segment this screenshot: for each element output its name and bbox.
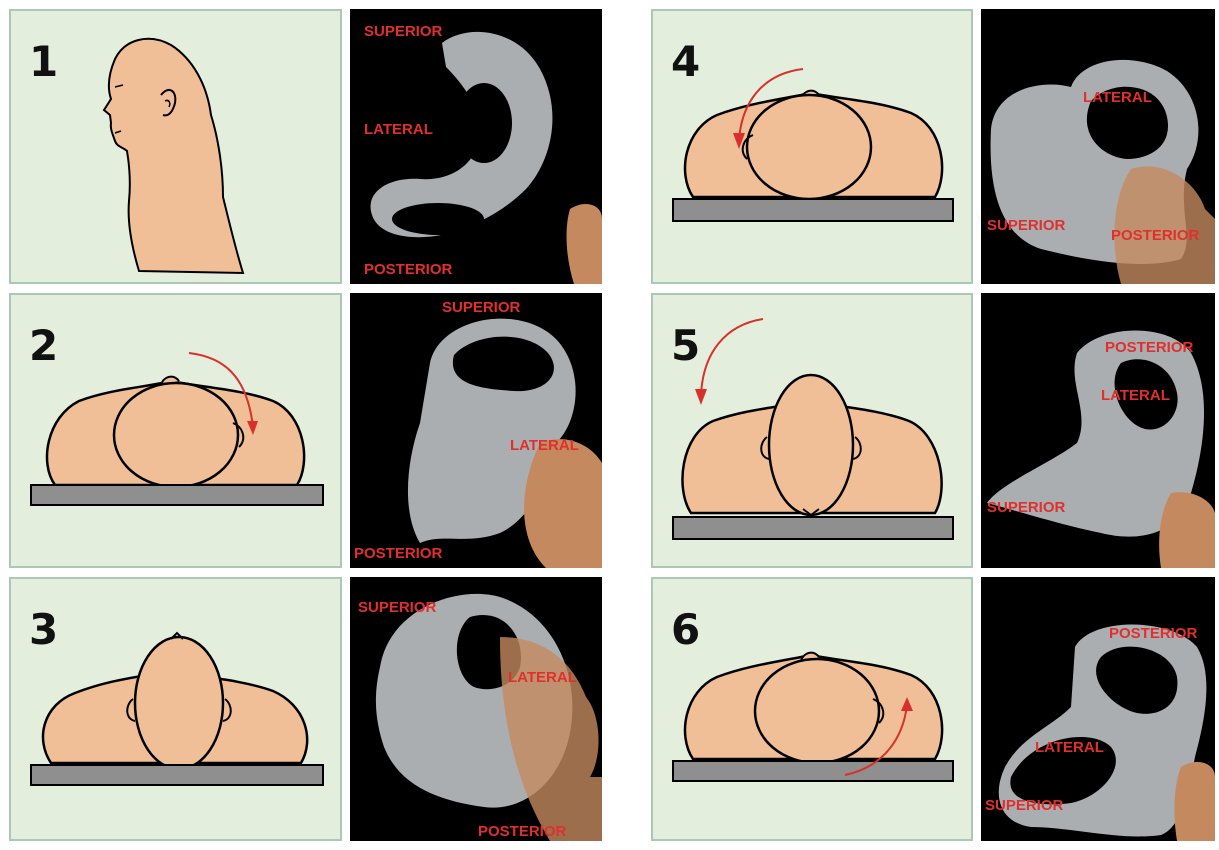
step-2-panel: 2 [9, 293, 342, 568]
step-2-photo: SUPERIOR LATERAL POSTERIOR [350, 293, 602, 568]
label-superior: SUPERIOR [987, 217, 1065, 234]
labyrinth-model-image [350, 577, 602, 841]
label-superior: SUPERIOR [358, 599, 436, 616]
label-lateral: LATERAL [1035, 739, 1104, 756]
head-turned-icon [653, 579, 971, 839]
label-lateral: LATERAL [510, 437, 579, 454]
label-posterior: POSTERIOR [478, 823, 566, 840]
label-lateral: LATERAL [1101, 387, 1170, 404]
label-posterior: POSTERIOR [364, 261, 452, 278]
head-profile-icon [11, 11, 340, 282]
labyrinth-model-image [350, 9, 602, 284]
label-superior: SUPERIOR [364, 23, 442, 40]
step-1-panel: 1 [9, 9, 342, 284]
labyrinth-model-image [350, 293, 602, 568]
step-6-panel: 6 [651, 577, 973, 841]
label-posterior: POSTERIOR [354, 545, 442, 562]
label-lateral: LATERAL [364, 121, 433, 138]
step-1-photo: SUPERIOR LATERAL POSTERIOR [350, 9, 602, 284]
step-5-photo: POSTERIOR LATERAL SUPERIOR [981, 293, 1215, 568]
label-posterior: POSTERIOR [1111, 227, 1199, 244]
head-face-down-icon [11, 579, 340, 839]
label-lateral: LATERAL [508, 669, 577, 686]
head-turned-icon [11, 295, 340, 566]
label-superior: SUPERIOR [442, 299, 520, 316]
label-posterior: POSTERIOR [1109, 625, 1197, 642]
step-4-panel: 4 [651, 9, 973, 284]
label-superior: SUPERIOR [985, 797, 1063, 814]
step-5-panel: 5 [651, 293, 973, 568]
labyrinth-model-image [981, 293, 1215, 568]
label-superior: SUPERIOR [987, 499, 1065, 516]
label-posterior: POSTERIOR [1105, 339, 1193, 356]
head-face-down-icon [653, 295, 971, 566]
rotation-arrow-icon [701, 319, 763, 395]
step-3-photo: SUPERIOR LATERAL POSTERIOR [350, 577, 602, 841]
head-turned-icon [653, 11, 971, 282]
step-6-photo: POSTERIOR LATERAL SUPERIOR [981, 577, 1215, 841]
label-lateral: LATERAL [1083, 89, 1152, 106]
step-3-panel: 3 [9, 577, 342, 841]
step-4-photo: LATERAL SUPERIOR POSTERIOR [981, 9, 1215, 284]
